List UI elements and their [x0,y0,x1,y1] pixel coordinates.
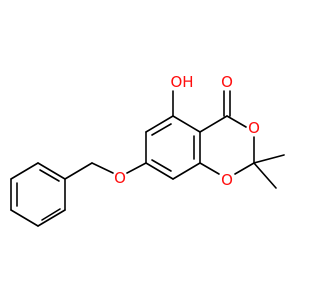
ch2-oxygen-bond [91,162,114,174]
aromatic-ring [145,115,201,180]
methyl-bond [253,154,285,164]
double-bond [151,159,172,172]
bond [37,162,66,180]
bond [145,162,174,180]
hydroxyl-label: OH [170,73,193,91]
bond [10,162,39,180]
double-bond [41,208,61,221]
ring-oxygen-lower-label: O [221,171,233,189]
oxygen-ring-bond [126,162,147,174]
double-bond [151,123,172,136]
structure-canvas: OH O O O O [10,73,285,227]
benzyl-ch2-bond [64,162,93,180]
bond [226,115,247,128]
ether-oxygen-label: O [114,169,126,187]
bond [145,115,174,133]
bond [172,115,201,133]
bond [199,115,228,133]
carbonyl-oxygen-label: O [221,73,233,91]
double-bond [39,169,60,182]
bond [199,162,220,175]
molecule-structure: OH O O O O [10,73,285,227]
bond [10,209,39,227]
bond [234,162,255,175]
ring-oxygen-upper-label: O [248,119,260,137]
dioxinone-ring [199,115,255,175]
methyl-bond [253,162,277,189]
bond [172,162,201,180]
phenyl-ring [10,162,66,227]
bond [37,209,66,227]
